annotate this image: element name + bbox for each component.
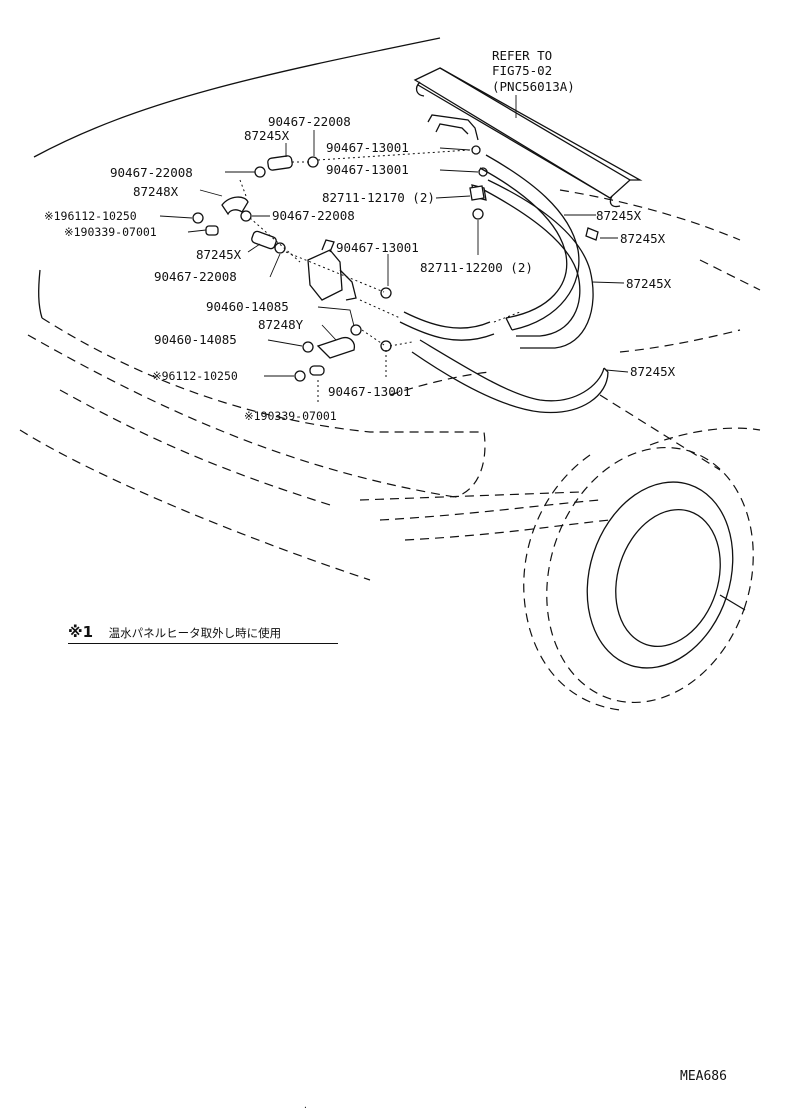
car-body-outline <box>19 37 761 711</box>
callout-190339-07001-low[interactable]: ※190339-07001 <box>244 409 337 423</box>
callout-196112-10250[interactable]: ※196112-10250 <box>44 209 137 223</box>
callout-90467-13001-d[interactable]: 90467-13001 <box>328 384 411 399</box>
callout-87245x-right-1[interactable]: 87245X <box>596 208 642 223</box>
footnote-text: 温水パネルヒータ取外し時に使用 <box>108 626 282 640</box>
callout-190339-07001-top[interactable]: ※190339-07001 <box>64 225 157 239</box>
small-parts <box>192 145 521 405</box>
callout-90467-13001-c[interactable]: 90467-13001 <box>336 240 419 255</box>
hose-assembly <box>399 114 609 414</box>
footnote: ※1 温水パネルヒータ取外し時に使用 <box>68 622 338 644</box>
callout-82711-12200[interactable]: 82711-12200 (2) <box>420 260 533 275</box>
refer-line-3: (PNC56013A) <box>492 79 575 94</box>
refer-line-1: REFER TO <box>492 48 552 63</box>
spoiler-panel <box>413 67 643 208</box>
callout-90467-13001-a[interactable]: 90467-13001 <box>326 140 409 155</box>
callout-90460-14085-b[interactable]: 90460-14085 <box>154 332 237 347</box>
callout-82711-12170[interactable]: 82711-12170 (2) <box>322 190 435 205</box>
leader-lines <box>159 130 629 377</box>
callout-87245x-right-4[interactable]: 87245X <box>630 364 676 379</box>
callout-87245x-right-3[interactable]: 87245X <box>626 276 672 291</box>
callout-90467-22008-top[interactable]: 90467-22008 <box>268 114 351 129</box>
refer-line-2: FIG75-02 <box>492 63 552 78</box>
callout-87248x[interactable]: 87248X <box>133 184 179 199</box>
callout-90467-22008-mid[interactable]: 90467-22008 <box>272 208 355 223</box>
bottom-dot: · <box>303 1103 308 1112</box>
callout-90467-22008-left[interactable]: 90467-22008 <box>110 165 193 180</box>
figure-code: MEA686 <box>680 1069 727 1084</box>
callout-87245x-right-2[interactable]: 87245X <box>620 231 666 246</box>
callout-90467-22008-low[interactable]: 90467-22008 <box>154 269 237 284</box>
footnote-mark: ※1 <box>68 623 94 641</box>
callout-87248y[interactable]: 87248Y <box>258 317 304 332</box>
callout-87245x-mid[interactable]: 87245X <box>196 247 242 262</box>
callout-96112-10250[interactable]: ※96112-10250 <box>152 369 238 383</box>
callout-87245x-top[interactable]: 87245X <box>244 128 290 143</box>
callout-90467-13001-b[interactable]: 90467-13001 <box>326 162 409 177</box>
callout-90460-14085-a[interactable]: 90460-14085 <box>206 299 289 314</box>
